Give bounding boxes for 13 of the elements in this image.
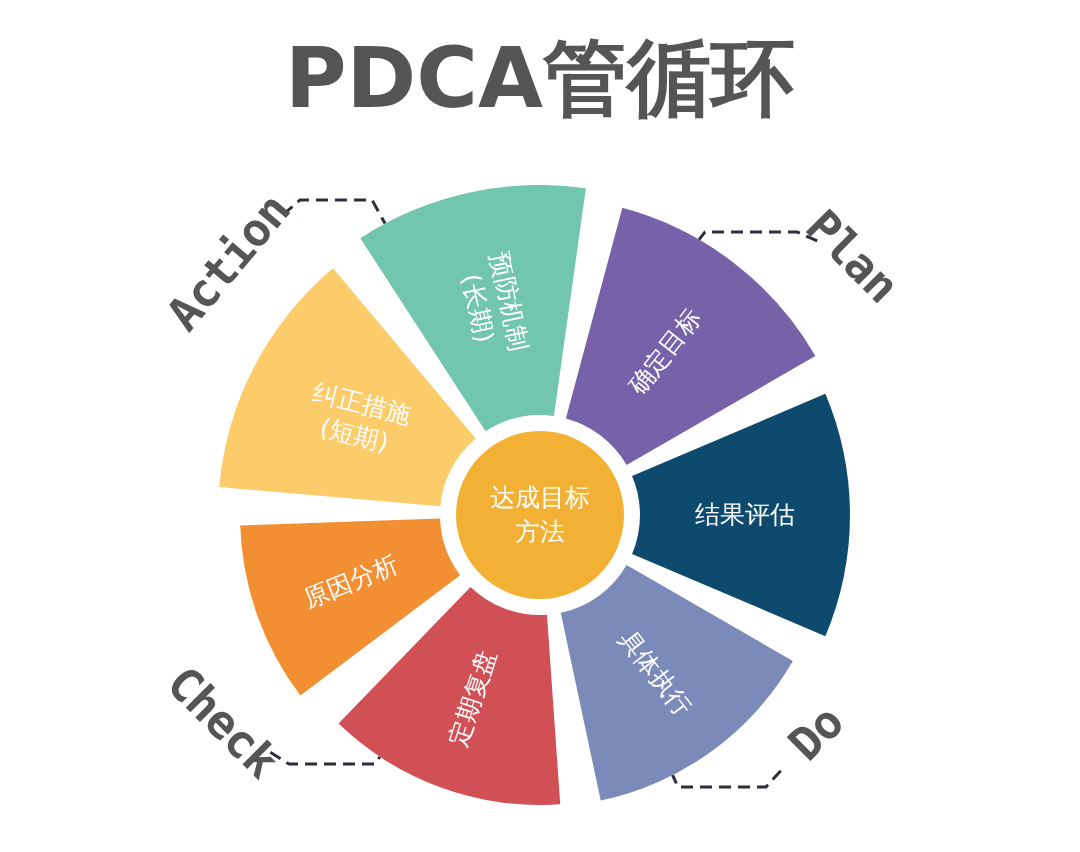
segment-label: 纠正措施(短期) bbox=[309, 377, 416, 460]
stage-label: Do bbox=[777, 695, 854, 771]
title: PDCA管循环 bbox=[284, 28, 796, 128]
leader-line bbox=[269, 751, 382, 766]
segment-label: 定期复盘 bbox=[442, 645, 504, 753]
center-label: 达成目标方法 bbox=[489, 482, 591, 548]
leader-line bbox=[697, 230, 818, 243]
segment-label: 结果评估 bbox=[694, 499, 796, 531]
leader-line bbox=[671, 769, 782, 789]
segment-label: 原因分析 bbox=[298, 548, 405, 616]
segment-label: 预防机制(长期) bbox=[455, 248, 536, 356]
segment-label: 具体执行 bbox=[611, 623, 699, 723]
segment-label: 确定目标 bbox=[621, 302, 708, 403]
